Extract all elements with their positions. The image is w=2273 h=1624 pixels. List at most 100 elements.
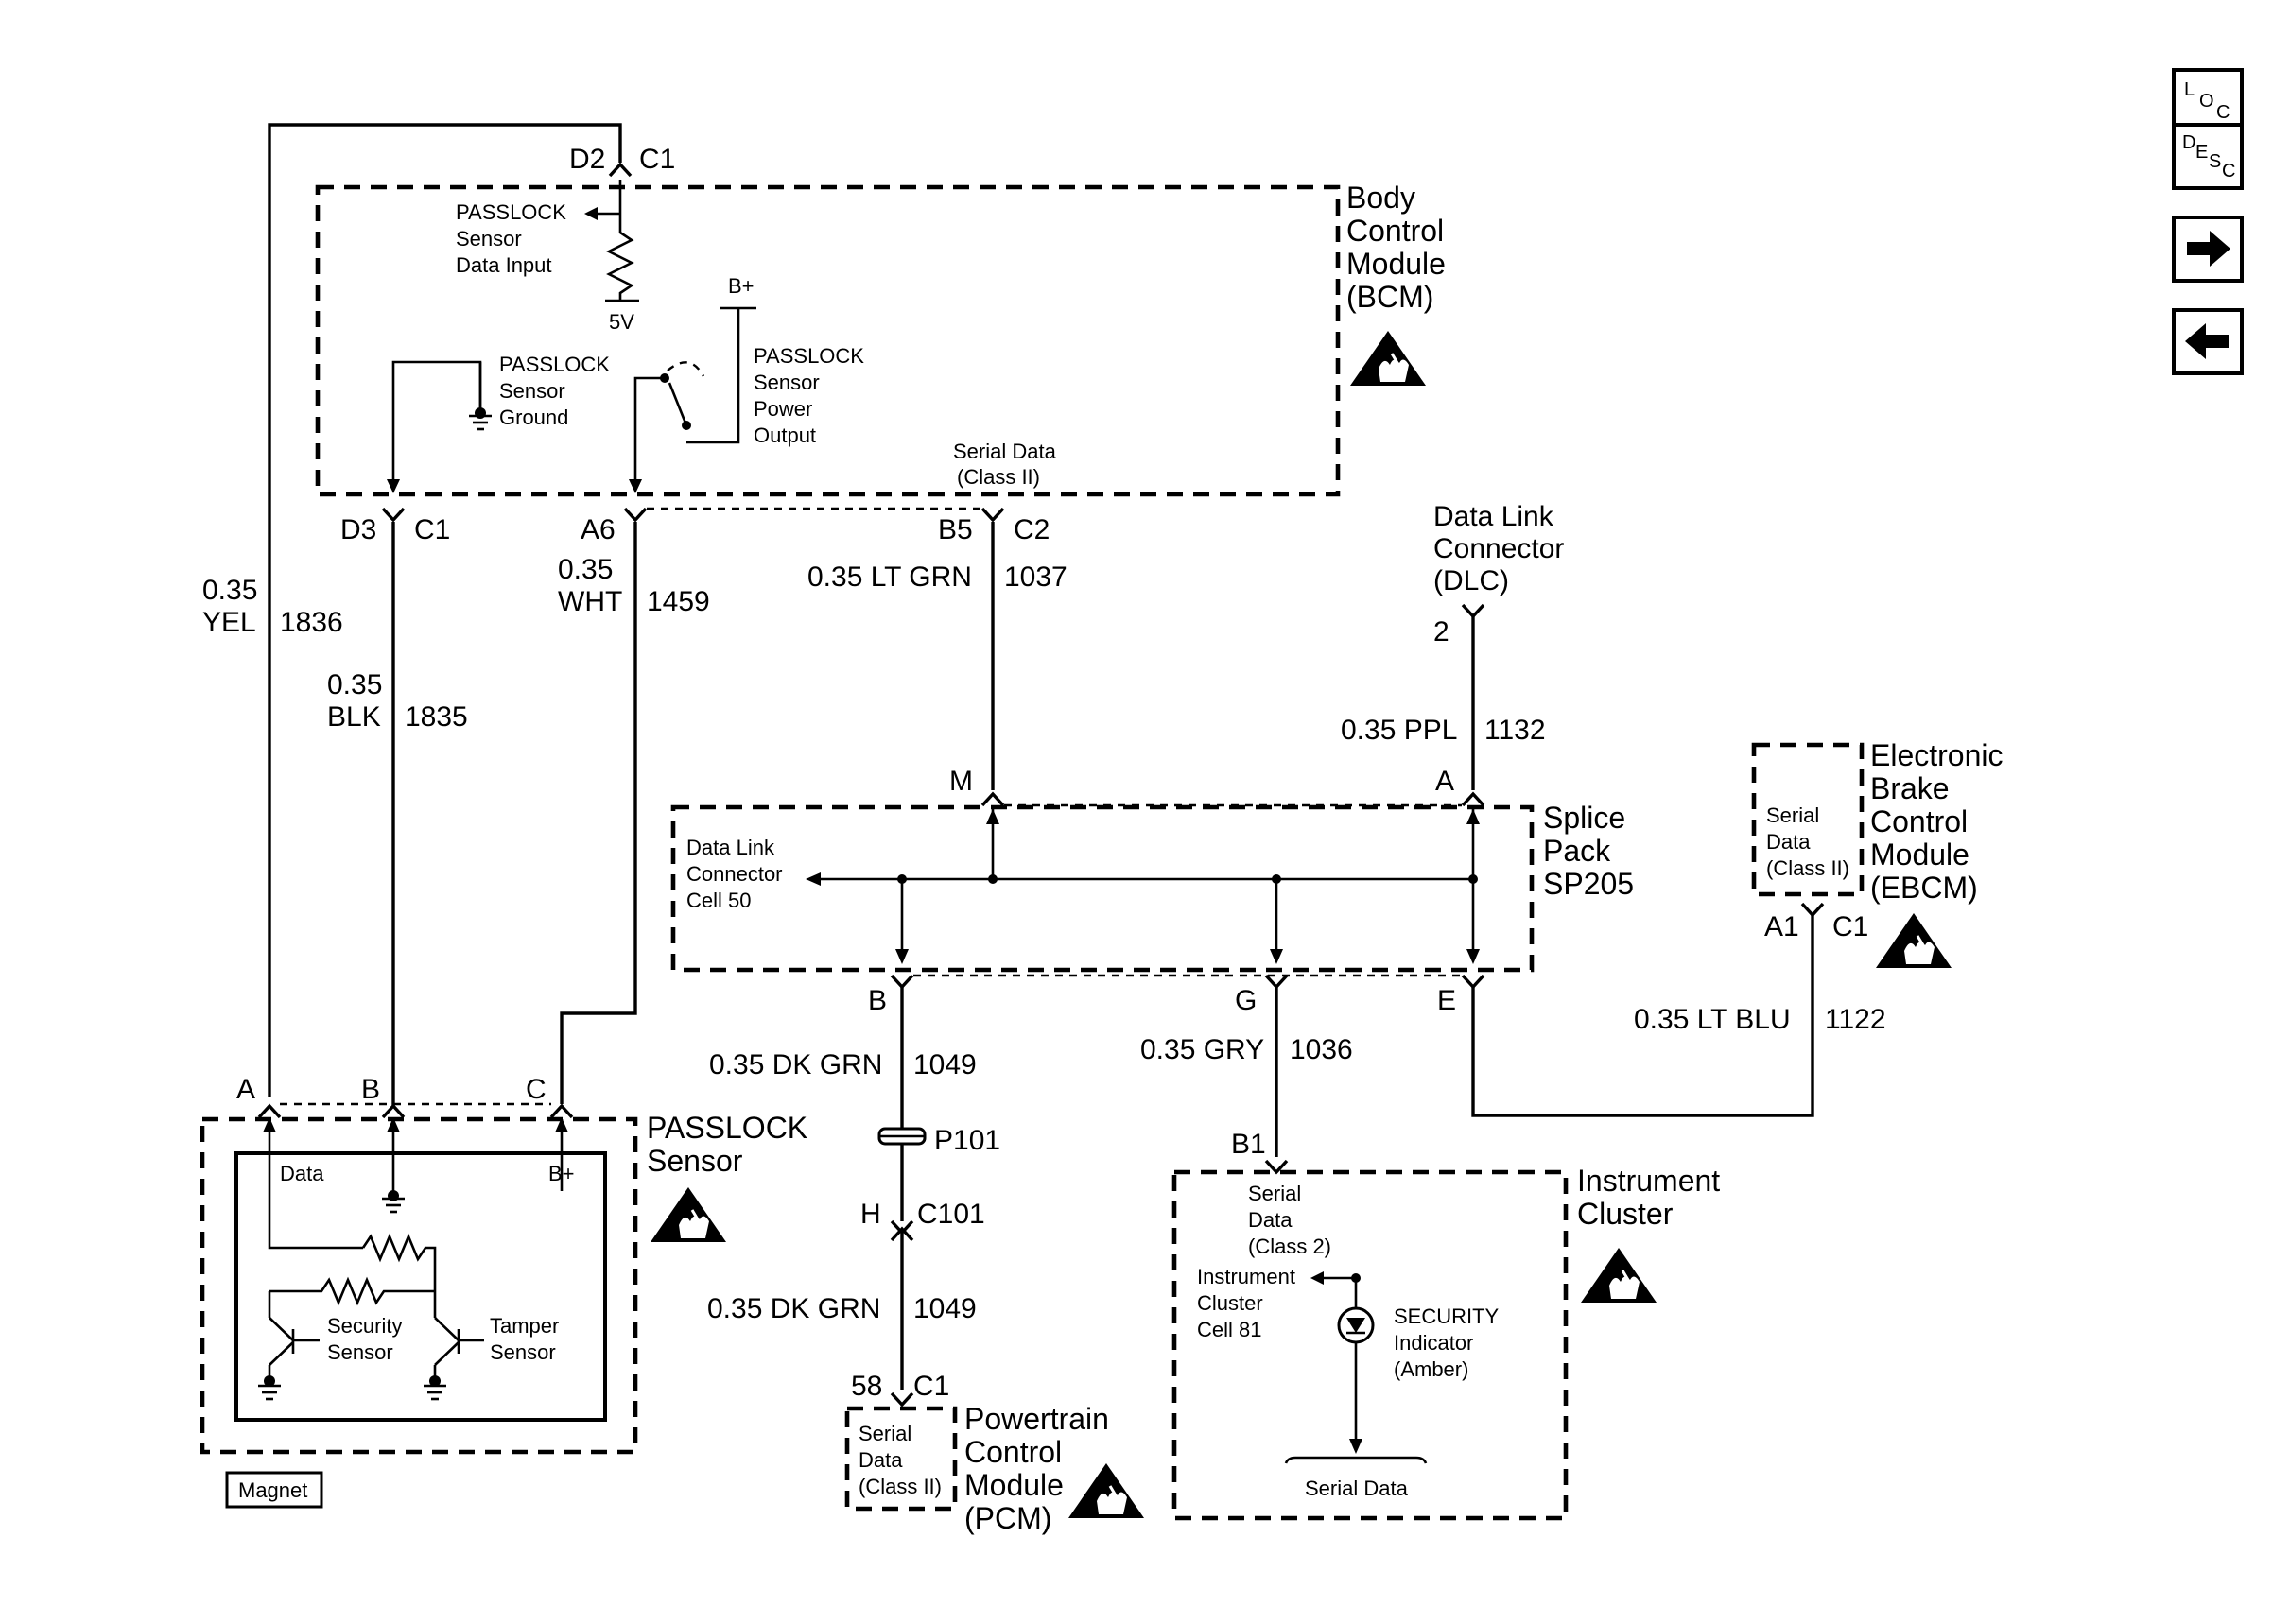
previous-page-button[interactable] [2172, 308, 2244, 375]
wire-1459 [560, 522, 637, 1104]
connector-d2 [608, 162, 633, 178]
arrow-cell81-head [1310, 1271, 1324, 1285]
bcm-sensor-data-input-1: PASSLOCK [456, 200, 566, 224]
data-link-connector: Data Link Connector (DLC) 2 0.35 PPL 113… [1341, 501, 1564, 790]
splice-pin-e: E [1437, 985, 1456, 1016]
bcm-power-output-2: Sensor [754, 371, 820, 394]
body-control-module: Body Control Module (BCM) D2 C1 PASSLOCK… [268, 123, 1446, 1097]
security-sensor-collector [269, 1317, 294, 1341]
ic-serial-3: (Class 2) [1248, 1235, 1331, 1258]
bcm-serial-data-2: (Class II) [957, 465, 1040, 489]
connector-g [1264, 974, 1289, 990]
bcm-power-output-4: Output [754, 423, 816, 447]
wire-1122-label: 0.35 LT BLU [1634, 1004, 1791, 1035]
loc-letter-l: L [2184, 79, 2195, 100]
splice-name-1: Splice [1543, 801, 1625, 835]
passlock-data-label: Data [280, 1162, 324, 1185]
wire-1132-circuit: 1132 [1484, 715, 1546, 746]
wire-1049-bottom-circuit: 1049 [913, 1293, 977, 1324]
connector-c101-lower [890, 1226, 914, 1242]
ic-box [1171, 1169, 1569, 1521]
splice-node-a [1468, 874, 1478, 884]
esd-warning-icon [1067, 1461, 1146, 1520]
arrow-a-head [1466, 809, 1480, 824]
arrow-cell50-head [806, 872, 821, 886]
wire-1037-circuit: 1037 [1004, 561, 1067, 593]
ic-serial-data-bottom: Serial Data [1305, 1477, 1409, 1500]
security-indicator-diode [1346, 1318, 1365, 1333]
p101-label: P101 [934, 1125, 1000, 1156]
connector-b [890, 974, 914, 990]
ebcm-name-5: (EBCM) [1870, 871, 1978, 905]
wire-1459-gauge: 0.35 [558, 554, 613, 585]
bcm-pullup-resistor [606, 219, 634, 301]
ic-security-1: SECURITY [1394, 1304, 1500, 1328]
ebcm-box [1751, 742, 1865, 897]
bcm-pin-a6: A6 [581, 514, 616, 545]
connector-ic [1264, 1159, 1289, 1175]
arrow-ic-bottom-head [1349, 1439, 1362, 1454]
passlock-pin-a: A [236, 1074, 255, 1105]
arrow-ground-head [387, 479, 400, 493]
pcm-serial-1: Serial [859, 1422, 911, 1445]
ic-name-2: Cluster [1577, 1197, 1674, 1231]
dlc-name-3: (DLC) [1433, 565, 1509, 596]
security-sensor-emitter [269, 1341, 294, 1366]
bcm-pin-d2: D2 [569, 144, 605, 175]
bcm-sensor-data-input-2: Sensor [456, 227, 522, 251]
c101-pin: H [860, 1199, 881, 1230]
next-page-button[interactable] [2172, 216, 2244, 283]
bcm-ground-lead [391, 360, 482, 490]
arrow-passlock-c-head [555, 1117, 568, 1132]
wire-1835-gauge: 0.35 [327, 669, 382, 700]
pcm-name-3: Module [964, 1468, 1064, 1502]
ic-security-2: Indicator [1394, 1331, 1473, 1355]
pcm-box [844, 1406, 958, 1512]
bcm-a6-inner-lead [633, 376, 665, 490]
ebcm-serial-2: Data [1766, 830, 1811, 854]
connector-ebcm [1800, 902, 1825, 918]
pcm-serial-3: (Class II) [859, 1475, 942, 1498]
bcm-serial-data-1: Serial Data [953, 440, 1057, 463]
magnet-label: Magnet [238, 1478, 307, 1502]
wire-1049-bottom-label: 0.35 DK GRN [707, 1293, 880, 1324]
connector-passlock-b [381, 1103, 406, 1119]
ebcm-name-4: Module [1870, 838, 1969, 872]
splice-cell-3: Cell 50 [686, 889, 751, 912]
connector-pcm [890, 1391, 914, 1408]
bcm-conn-d3: C1 [414, 514, 450, 545]
magnet-box [225, 1471, 323, 1509]
bcm-pin-b5: B5 [938, 514, 973, 545]
bcm-ground-dot [475, 407, 486, 419]
tamper-sensor-emitter [434, 1341, 460, 1366]
ebcm-name-1: Electronic [1870, 738, 2004, 772]
desc-button[interactable]: D E S C [2172, 123, 2244, 190]
bcm-sensor-ground-1: PASSLOCK [499, 353, 610, 376]
arrow-e-head [1466, 949, 1480, 964]
electronic-brake-control-module: Serial Data (Class II) Electronic Brake … [1471, 738, 2004, 1117]
bcm-conn-d2: C1 [639, 144, 675, 175]
splice-cell-1: Data Link [686, 836, 775, 859]
bcm-sensor-ground-2: Sensor [499, 379, 565, 403]
ic-cell-3: Cell 81 [1197, 1318, 1261, 1341]
splice-node-g [1272, 874, 1281, 884]
dlc-name-2: Connector [1433, 533, 1564, 564]
wire-1836-color: YEL [202, 607, 256, 638]
ebcm-pin: A1 [1764, 911, 1799, 942]
bcm-switch-blade [668, 382, 688, 426]
dlc-name-1: Data Link [1433, 501, 1554, 532]
arrow-passlock-a-head [263, 1117, 276, 1132]
ic-cell-2: Cluster [1197, 1291, 1263, 1315]
ic-name-1: Instrument [1577, 1164, 1720, 1198]
wire-1836-gauge: 0.35 [202, 575, 257, 606]
desc-letter-d: D [2182, 132, 2196, 153]
splice-pin-b: B [868, 985, 887, 1016]
passlock-inner-box [234, 1151, 607, 1422]
passlock-sensor: A B C PASSLOCK Sensor Data B+ S [200, 1074, 807, 1509]
wire-1132-label: 0.35 PPL [1341, 715, 1457, 746]
esd-warning-icon [649, 1185, 728, 1244]
ebcm-serial-1: Serial [1766, 803, 1819, 827]
ebcm-serial-3: (Class II) [1766, 856, 1849, 880]
desc-letter-c: C [2222, 161, 2236, 181]
tamper-sensor-collector [434, 1317, 460, 1341]
